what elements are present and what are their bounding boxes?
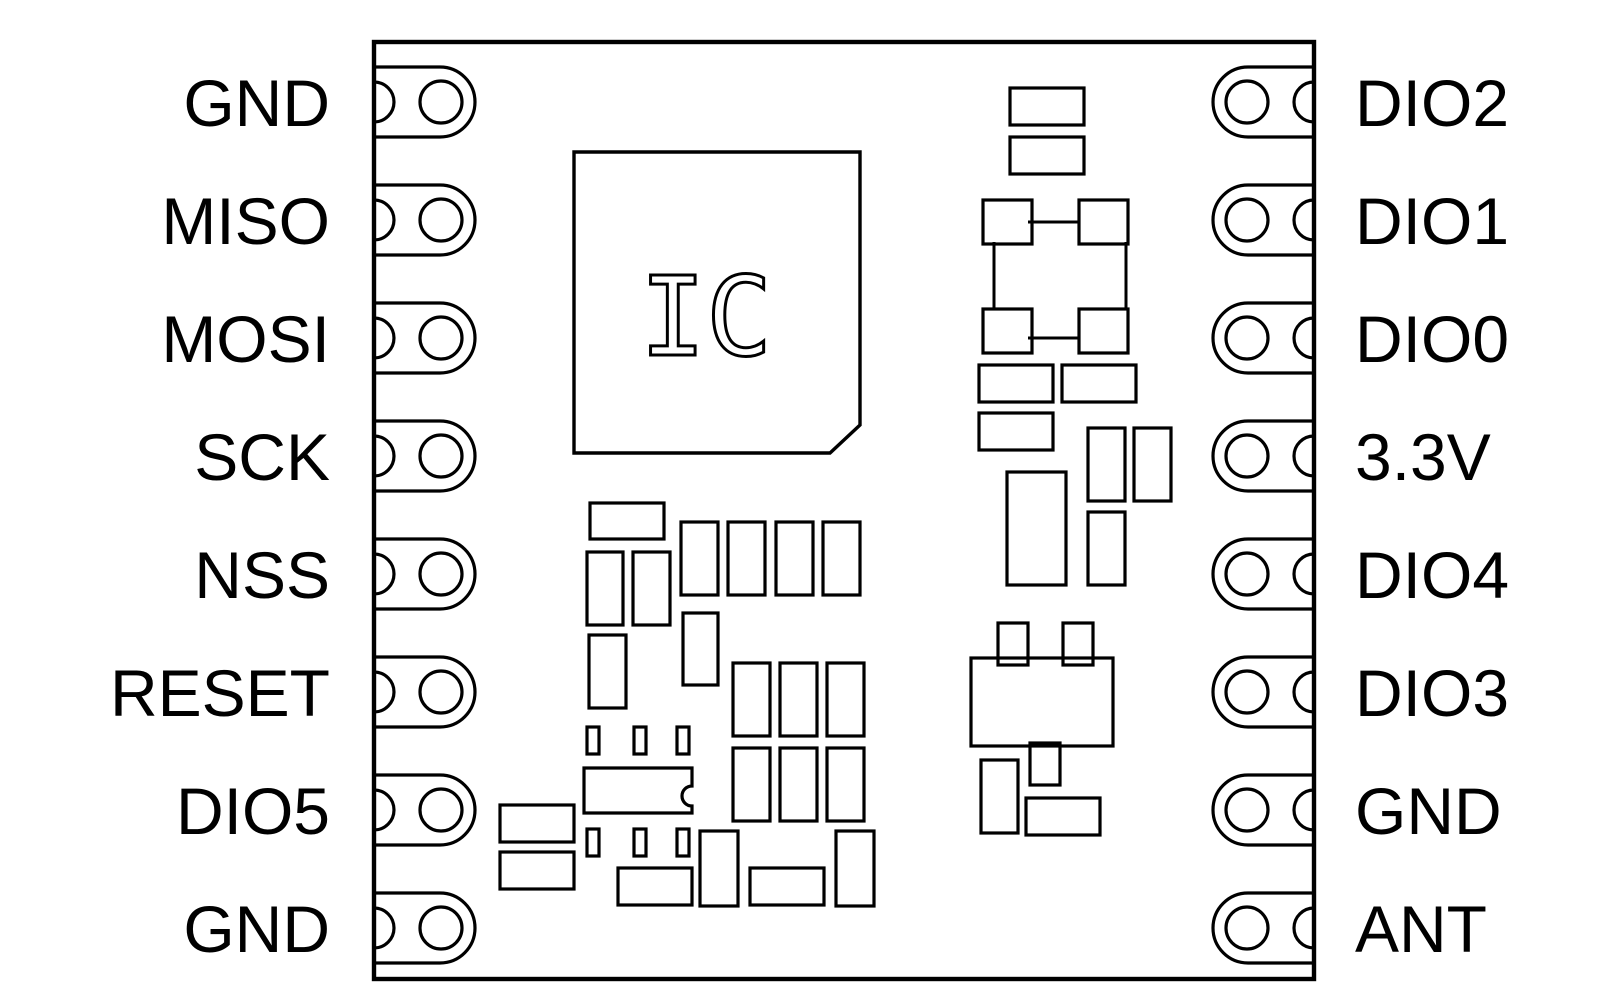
left-pin-pad: [373, 891, 477, 965]
right-pin-pad: [1211, 301, 1315, 375]
right-pin-pad: [1211, 773, 1315, 847]
right-pin-pads: [1211, 65, 1315, 965]
right-pin-pad: [1211, 537, 1315, 611]
left-pin-pad: [373, 65, 477, 139]
left-pin-label: MOSI: [161, 302, 330, 376]
left-pin-pad: [373, 537, 477, 611]
right-pin-label: DIO4: [1355, 538, 1509, 612]
left-pin-pad: [373, 419, 477, 493]
right-pin-pad: [1211, 419, 1315, 493]
left-pin-pad: [373, 183, 477, 257]
left-pin-pad: [373, 301, 477, 375]
right-pin-label: GND: [1355, 774, 1502, 848]
left-pin-label: MISO: [161, 184, 330, 258]
right-pin-label: DIO1: [1355, 184, 1509, 258]
ic-chip-label: IC: [640, 253, 772, 381]
left-pin-label: NSS: [194, 538, 330, 612]
ic-body: [572, 150, 862, 455]
left-pin-pad: [373, 655, 477, 729]
right-pin-label: 3.3V: [1355, 420, 1491, 494]
module-board-outline: [371, 39, 1317, 982]
right-pin-pad: [1211, 183, 1315, 257]
right-pin-label: ANT: [1355, 892, 1487, 966]
main-ic-chip: IC: [572, 150, 862, 455]
left-pin-pad: [373, 773, 477, 847]
left-pin-label: RESET: [110, 656, 330, 730]
right-pin-pad: [1211, 891, 1315, 965]
left-pin-label: GND: [183, 892, 330, 966]
left-pin-label: SCK: [194, 420, 330, 494]
left-pin-pads: [373, 65, 477, 965]
right-pin-label: DIO2: [1355, 66, 1509, 140]
left-pin-label: GND: [183, 66, 330, 140]
component-cluster-right: [969, 86, 1173, 837]
left-pin-label: DIO5: [176, 774, 330, 848]
right-pin-pad: [1211, 65, 1315, 139]
right-pin-pad: [1211, 655, 1315, 729]
right-pin-label: DIO0: [1355, 302, 1509, 376]
component-cluster-left: [498, 501, 876, 908]
right-pin-label: DIO3: [1355, 656, 1509, 730]
